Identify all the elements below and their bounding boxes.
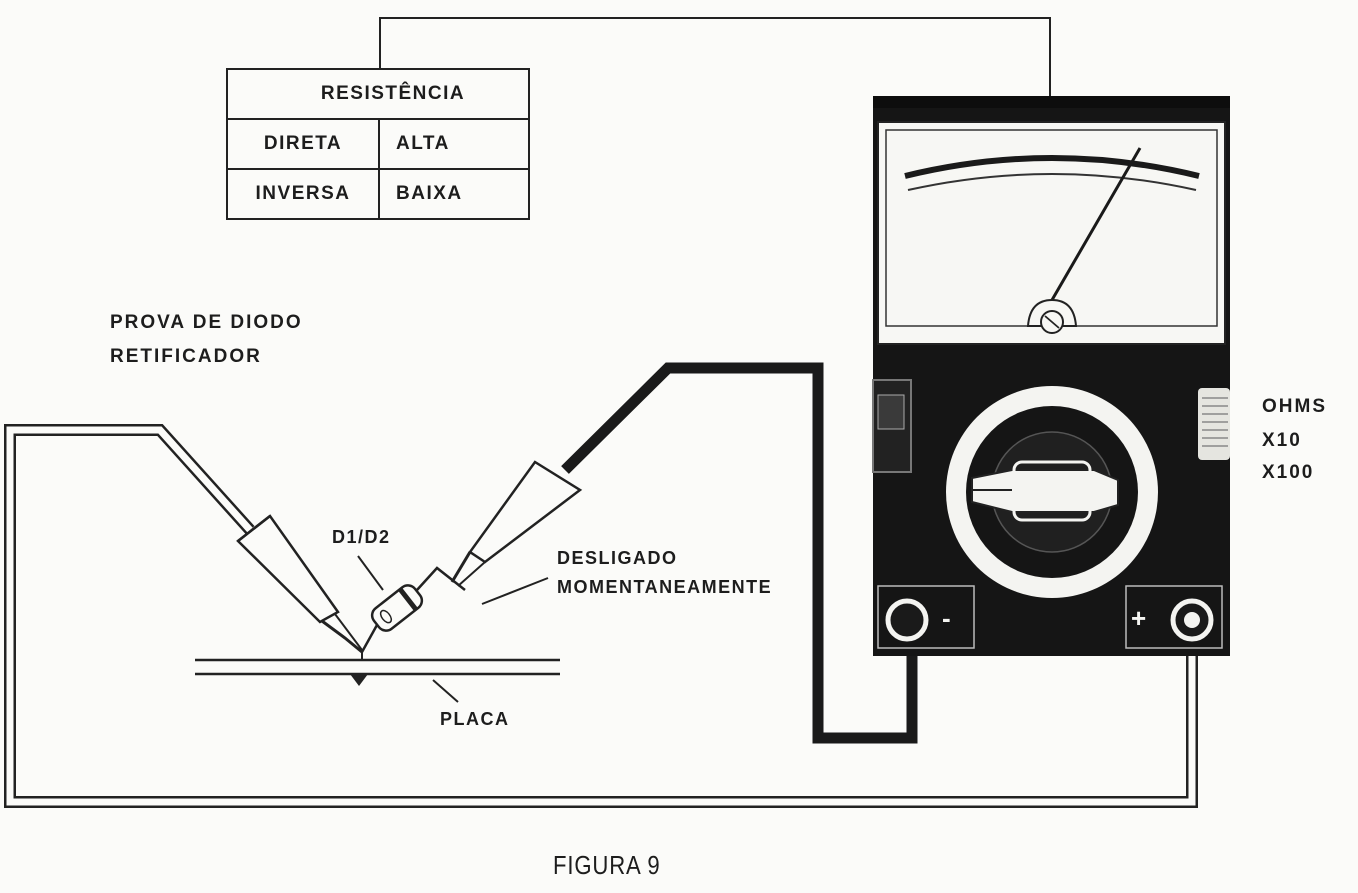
board-pointer: [432, 679, 459, 703]
left-probe: [236, 514, 363, 654]
table-cell-low: BAIXA: [378, 168, 530, 220]
disconnected-label-line-1: DESLIGADO: [557, 548, 678, 568]
meter-needle: [1050, 147, 1142, 301]
right-probe: [450, 460, 583, 587]
range-x100-label: X100: [1262, 462, 1315, 483]
table-cell-high: ALTA: [378, 118, 530, 170]
plus-sign: +: [1131, 603, 1148, 633]
board-label: PLACA: [440, 709, 510, 729]
range-selector-pointer: [971, 460, 1119, 522]
negative-terminal: [885, 598, 929, 642]
diode-label: D1/D2: [332, 527, 391, 547]
multimeter: [872, 96, 1230, 656]
title-line-1: PROVA DE DIODO: [110, 312, 303, 333]
title-line-2: RETIFICADOR: [110, 346, 262, 367]
table-cell-direct: DIRETA: [226, 118, 380, 170]
table-row: INVERSA BAIXA: [226, 168, 530, 220]
disconnected-pointer: [481, 577, 549, 605]
disconnected-label-line-2: MOMENTANEAMENTE: [557, 577, 773, 597]
negative-lead-wire: [561, 362, 918, 744]
diode: [360, 566, 466, 653]
range-x10-label: X10: [1262, 430, 1302, 451]
adjust-knob: [1198, 388, 1230, 460]
minus-sign: -: [942, 603, 953, 633]
figure-caption: FIGURA 9: [553, 850, 661, 880]
resistance-table: RESISTÊNCIA DIRETA ALTA INVERSA BAIXA: [226, 68, 530, 220]
table-cell-inverse: INVERSA: [226, 168, 380, 220]
meter-scale-arc: [904, 155, 1200, 179]
table-row: DIRETA ALTA: [226, 118, 530, 170]
top-wire: [379, 17, 1051, 96]
table-header: RESISTÊNCIA: [226, 68, 530, 120]
diode-pointer: [357, 555, 384, 591]
circuit-board: [195, 652, 560, 686]
ohms-label: OHMS: [1262, 396, 1327, 417]
positive-lead-wire: [4, 424, 1198, 808]
